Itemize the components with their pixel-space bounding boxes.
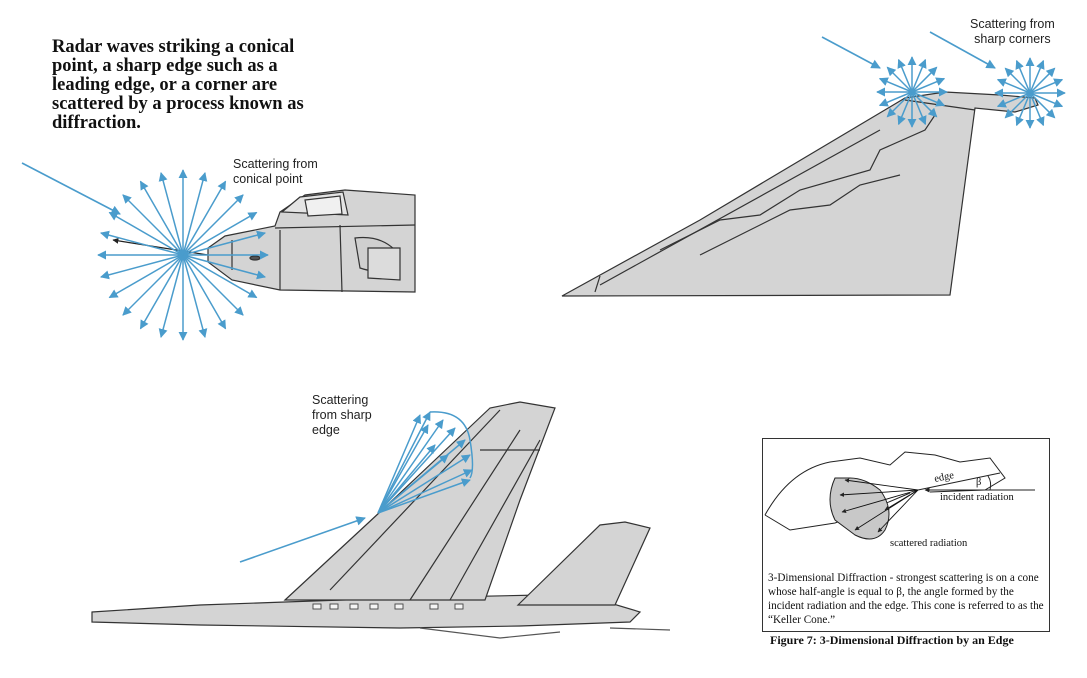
figure-beta-label: β: [976, 477, 981, 488]
figure-incident-label: incident radiation: [940, 492, 1015, 503]
figure-caption: 3-Dimensional Diffraction - strongest sc…: [768, 571, 1046, 627]
figure-title: Figure 7: 3-Dimensional Diffraction by a…: [770, 633, 1014, 648]
figure-scattered-label: scattered radiation: [890, 538, 968, 549]
